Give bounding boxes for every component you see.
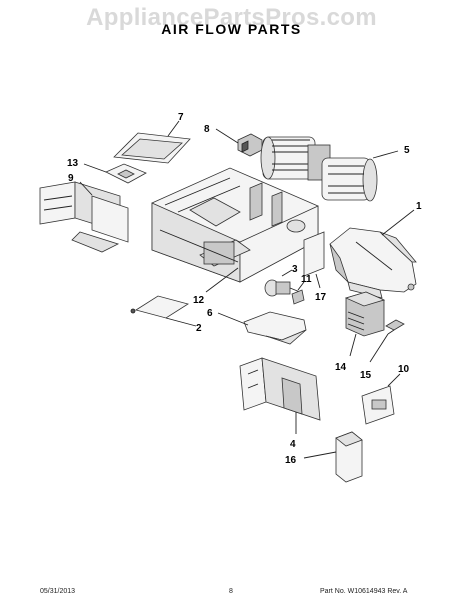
callout-9: 9 [68,173,74,184]
footer-page-number: 8 [229,588,233,595]
callout-6: 6 [207,308,213,319]
part-2-cover-plate[interactable] [130,295,189,319]
part-15-connector[interactable] [385,319,405,335]
part-1-vent-duct[interactable] [329,227,417,299]
part-8-bracket[interactable] [237,133,263,157]
callout-11: 11 [301,274,312,285]
part-4-air-guide[interactable] [239,357,321,421]
part-9-vent-damper[interactable] [39,181,129,253]
callout-16: 16 [285,455,297,466]
callout-5: 5 [404,145,410,156]
part-5-blower-motor[interactable] [260,136,378,202]
callout-8: 8 [204,124,210,135]
chassis-housing [151,167,319,283]
callout-7: 7 [178,112,184,123]
callout-4: 4 [290,439,296,450]
part-6-cover[interactable] [243,311,307,345]
callout-14: 14 [335,362,347,373]
part-10-label-card[interactable] [361,385,395,425]
callout-12: 12 [193,295,205,306]
footer-date: 05/31/2013 [40,588,76,595]
part-17-panel[interactable] [303,231,325,277]
part-11-clip[interactable] [291,289,305,305]
watermark-text: AppliancePartsPros.com [86,4,377,31]
part-16-vane[interactable] [335,431,363,483]
callout-3: 3 [292,264,298,275]
callout-2: 2 [196,323,202,334]
callout-13: 13 [67,158,79,169]
callout-15: 15 [360,370,372,381]
footer-part-number: Part No. W10614943 Rev. A [320,588,408,595]
page-title: AIR FLOW PARTS [161,21,302,37]
callout-1: 1 [416,201,422,212]
part-13-small-filter[interactable] [105,163,147,184]
callout-17: 17 [315,292,327,303]
part-14-transformer[interactable] [344,291,386,337]
part-7-filter-frame[interactable] [113,132,191,164]
part-3-sensor[interactable] [264,279,301,297]
callout-10: 10 [398,364,410,375]
